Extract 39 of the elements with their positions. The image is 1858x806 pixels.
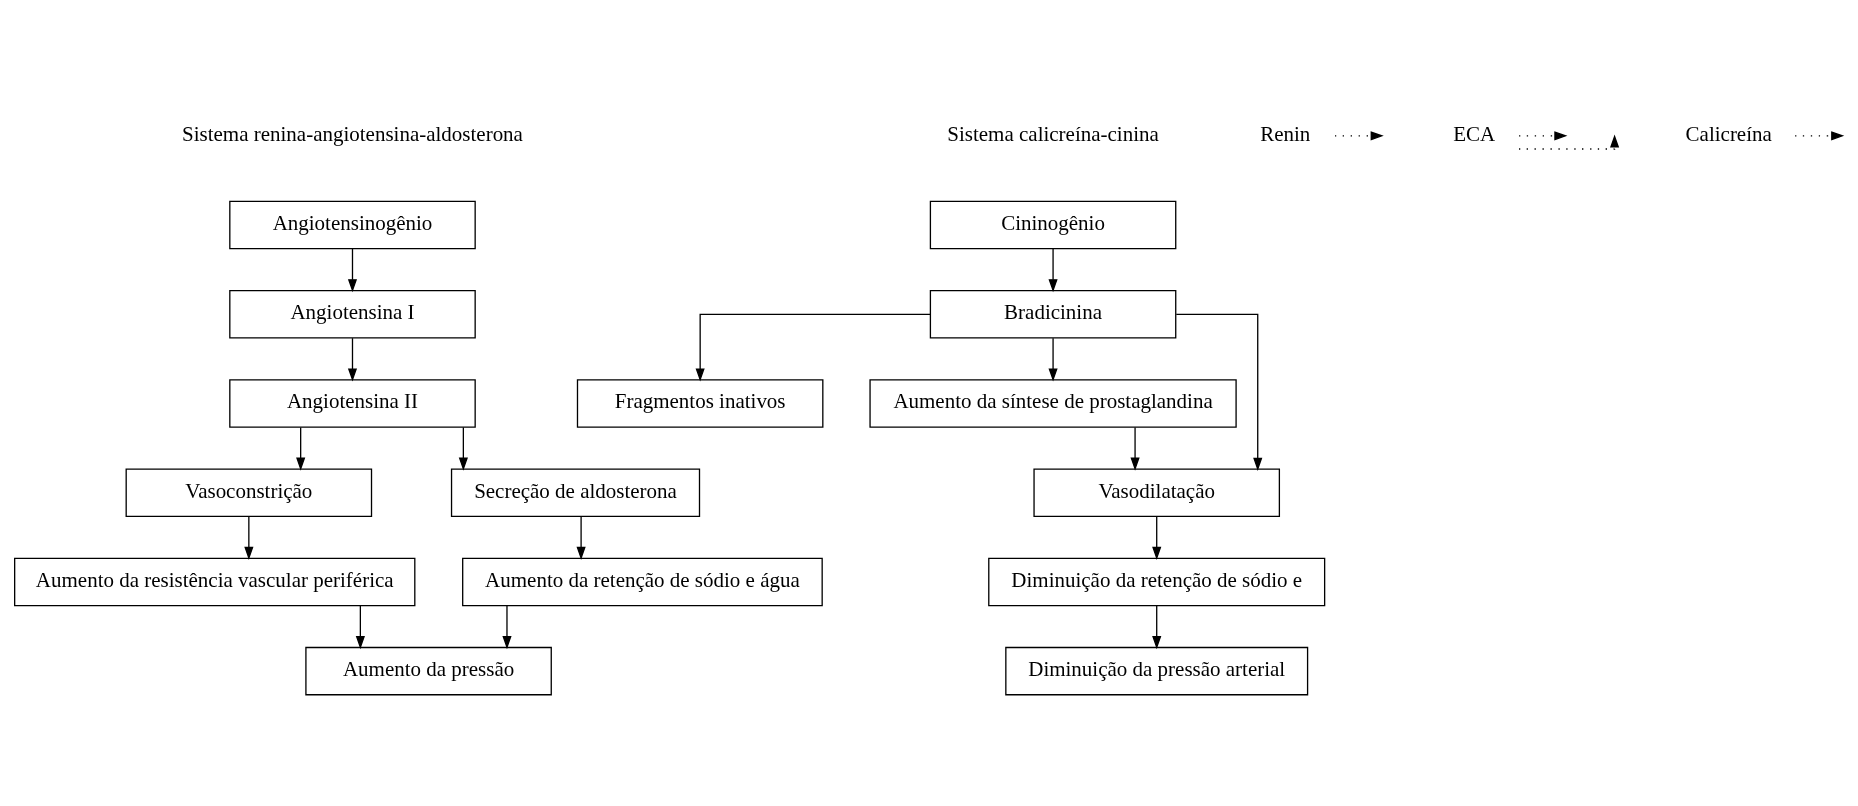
arrow	[1518, 133, 1620, 150]
node-box: Angiotensinogênio	[229, 200, 476, 249]
arrow	[1048, 337, 1058, 381]
arrow	[1794, 130, 1845, 140]
node-text: Calicreína	[1685, 121, 1772, 146]
label: Sistema renina-angiotensina-aldosterona	[182, 121, 523, 146]
arrow	[1518, 130, 1568, 140]
arrow	[1152, 515, 1162, 560]
label: Sistema calicreína-cinina	[947, 121, 1159, 146]
node-box: Bradicinina	[929, 289, 1177, 339]
arrow	[502, 604, 512, 649]
node-box: Vasoconstrição	[125, 467, 373, 517]
node-box: Aumento da resistência vascular periférica	[14, 557, 416, 606]
arrow	[1130, 426, 1140, 471]
arrow	[244, 515, 254, 560]
arrow	[1048, 247, 1058, 292]
arrow	[1175, 313, 1263, 471]
node-box: Cininogênio	[929, 200, 1177, 249]
node-box: Fragmentos inativos	[576, 378, 824, 428]
node-box: Secreção de aldosterona	[450, 467, 701, 517]
node-box: Diminuição da pressão arterial	[1005, 646, 1309, 695]
node-box: Aumento da síntese de prostaglandina	[869, 378, 1237, 428]
arrow	[347, 247, 358, 292]
node-box: Diminuição da retenção de sódio e	[988, 557, 1326, 606]
arrow	[458, 426, 468, 471]
node-box: Aumento da retenção de sódio e água	[462, 557, 823, 606]
node-box: Angiotensina I	[229, 289, 476, 339]
node-box: Vasodilatação	[1033, 467, 1281, 517]
arrow	[347, 337, 358, 381]
node-text: Renin	[1260, 121, 1311, 146]
node-box: Aumento da pressão	[305, 646, 552, 695]
arrow	[695, 313, 931, 382]
arrow	[576, 515, 586, 560]
node-box: Angiotensina II	[229, 378, 476, 428]
arrow	[355, 604, 365, 649]
arrow	[1152, 604, 1162, 649]
arrow	[1334, 130, 1384, 140]
node-text: ECA	[1453, 121, 1496, 146]
arrow	[296, 426, 306, 471]
